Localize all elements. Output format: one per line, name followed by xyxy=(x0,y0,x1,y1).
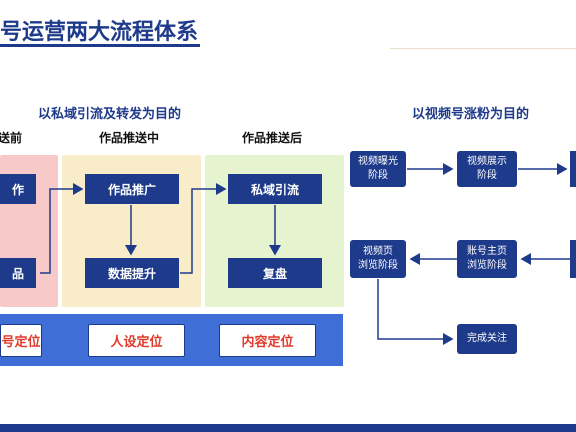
stage-title-after: 作品推送后 xyxy=(242,131,303,145)
box-before-2: 品 xyxy=(0,258,36,288)
right-section-heading: 以视频号涨粉为目的 xyxy=(412,107,530,122)
box-follow-complete-label: 完成关注 xyxy=(467,333,507,344)
box-data-boost: 数据提升 xyxy=(85,258,179,288)
box-review-label: 复盘 xyxy=(262,266,287,281)
box-promotion: 作品推广 xyxy=(85,174,179,204)
box-data-boost-label: 数据提升 xyxy=(107,266,156,281)
positioning-persona: 人设定位 xyxy=(88,324,185,357)
box-video-page-browse: 视频页浏览阶段 xyxy=(350,240,406,278)
positioning-persona-label: 人设定位 xyxy=(110,335,163,350)
box-video-exposure-line1: 视频曝光 xyxy=(358,156,398,167)
arrow-before-to-promotion xyxy=(40,183,84,274)
box-offscreen-mid xyxy=(570,240,576,278)
stage-title-before: 送前 xyxy=(0,131,23,145)
box-before-1-label: 作 xyxy=(11,182,24,197)
positioning-content: 内容定位 xyxy=(219,324,316,357)
box-video-display: 视频展示阶段 xyxy=(457,151,517,187)
box-video-page-browse-line1: 视频页 xyxy=(363,246,393,257)
box-promotion-label: 作品推广 xyxy=(107,182,156,197)
header-divider xyxy=(390,48,576,49)
box-private-traffic: 私域引流 xyxy=(228,174,322,204)
box-video-exposure: 视频曝光阶段 xyxy=(350,151,406,187)
title-underline xyxy=(0,44,200,47)
page-title: 号运营两大流程体系 xyxy=(0,20,199,45)
box-account-home-browse-line2: 浏览阶段 xyxy=(467,260,507,271)
positioning-account-label: 号定位 xyxy=(1,335,41,350)
positioning-account: 号定位 xyxy=(0,324,42,357)
arrow-video-page-to-follow xyxy=(377,279,454,345)
box-video-display-line1: 视频展示 xyxy=(467,156,507,167)
box-account-home-browse-line1: 账号主页 xyxy=(467,246,507,257)
box-offscreen-top xyxy=(570,151,576,187)
box-video-exposure-line2: 阶段 xyxy=(368,170,388,181)
footer-bar xyxy=(0,424,576,432)
box-video-display-line2: 阶段 xyxy=(477,170,497,181)
box-before-2-label: 品 xyxy=(11,266,24,281)
stage-title-during: 作品推送中 xyxy=(99,131,160,145)
arrow-data-to-private xyxy=(180,183,227,274)
box-account-home-browse: 账号主页浏览阶段 xyxy=(457,240,517,278)
box-private-traffic-label: 私域引流 xyxy=(250,182,299,197)
left-section-heading: 以私域引流及转发为目的 xyxy=(38,107,182,122)
box-video-page-browse-line2: 浏览阶段 xyxy=(358,260,398,271)
positioning-content-label: 内容定位 xyxy=(241,335,294,350)
box-before-1: 作 xyxy=(0,174,36,204)
box-review: 复盘 xyxy=(228,258,322,288)
box-follow-complete: 完成关注 xyxy=(457,324,517,354)
